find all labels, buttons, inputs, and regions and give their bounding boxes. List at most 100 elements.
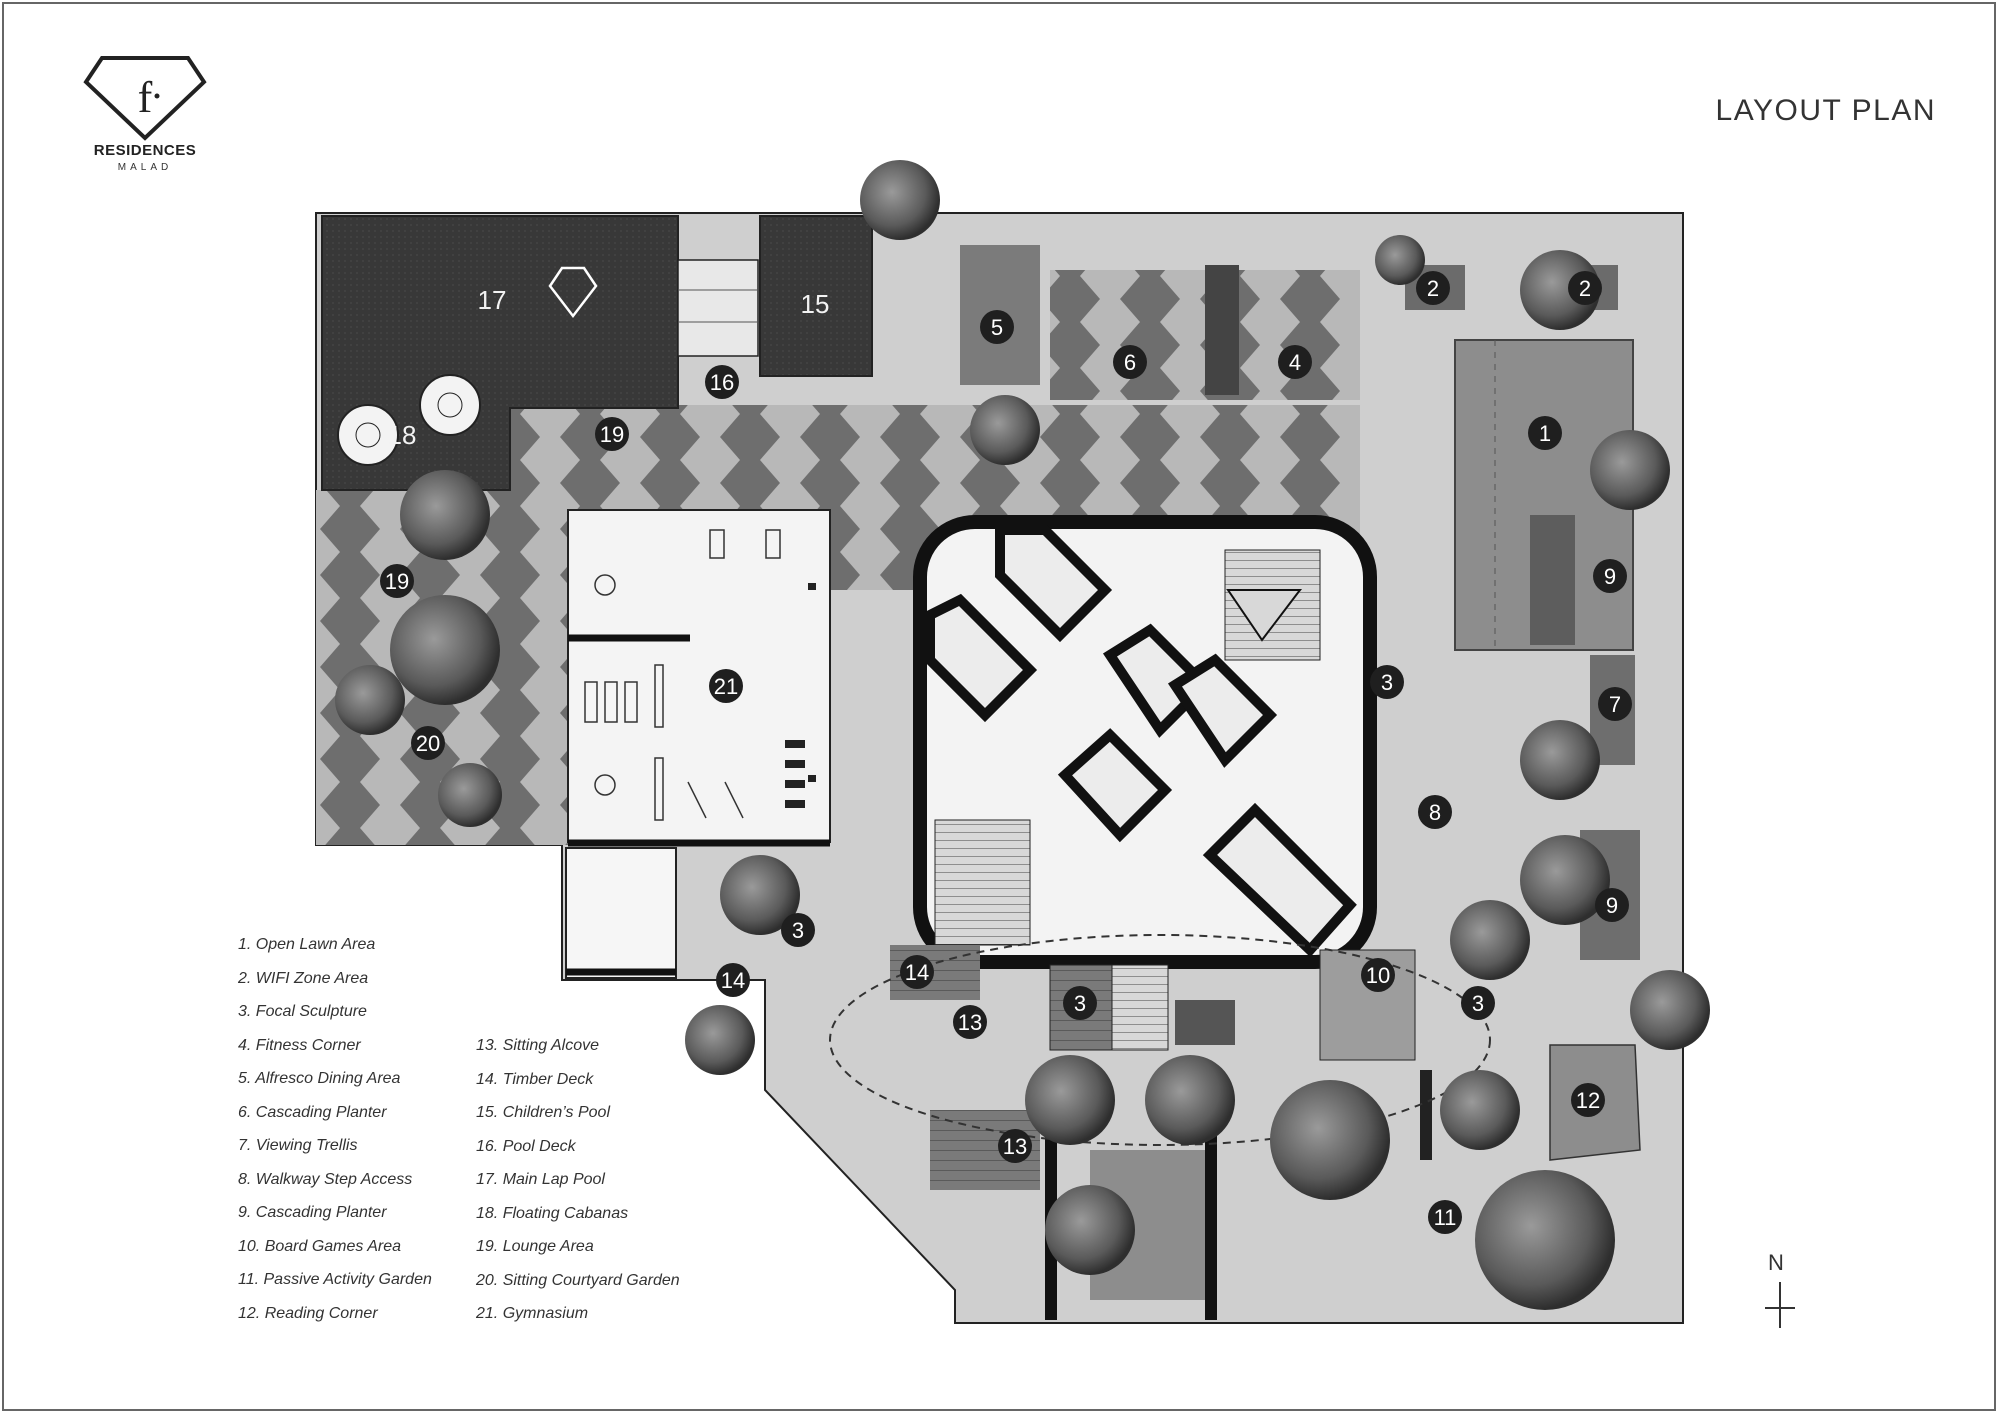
marker-circle	[953, 1005, 987, 1039]
marker-label: 7	[1609, 692, 1621, 717]
marker-label: 3	[792, 918, 804, 943]
north-label: N	[1768, 1250, 1784, 1275]
marker-label: 14	[721, 968, 745, 993]
marker-circle	[1370, 665, 1404, 699]
zone-marker-m5: 5	[980, 310, 1014, 344]
legend-item: 12. Reading Corner	[238, 1304, 378, 1322]
marker-circle	[1595, 888, 1629, 922]
marker-label: 2	[1579, 276, 1591, 301]
zone-marker-m7: 7	[1598, 687, 1632, 721]
zone-marker-m14b: 14	[900, 955, 934, 989]
marker-circle	[1418, 795, 1452, 829]
legend-item: 4. Fitness Corner	[238, 1036, 361, 1054]
south-decks	[829, 934, 1491, 1320]
brand-name: RESIDENCES	[93, 142, 197, 159]
north-arrow-icon	[1765, 1282, 1795, 1328]
marker-circle	[1528, 416, 1562, 450]
zone-marker-m13a: 13	[953, 1005, 987, 1039]
marker-circle	[595, 417, 629, 451]
marker-label: 19	[385, 569, 409, 594]
marker-label: 6	[1124, 350, 1136, 375]
marker-circle	[998, 1129, 1032, 1163]
childrens-pool	[759, 215, 873, 377]
zone-marker-m1: 1	[1528, 416, 1562, 450]
zone-marker-m3c: 3	[1063, 986, 1097, 1020]
legend-item: 19. Lounge Area	[476, 1238, 594, 1255]
zone-marker-m20: 20	[411, 726, 445, 760]
zone-marker-m15: 15	[801, 289, 830, 319]
marker-circle	[1593, 559, 1627, 593]
pool-deck-canopy	[677, 259, 759, 357]
zone-marker-m19b: 19	[380, 564, 414, 598]
diamond-logo-icon: f	[83, 56, 207, 141]
marker-label: 3	[1074, 991, 1086, 1016]
marker-circle	[900, 955, 934, 989]
marker-circle	[709, 669, 743, 703]
legend-item: 11. Passive Activity Garden	[238, 1271, 432, 1288]
marker-circle	[716, 963, 750, 997]
marker-label: 18	[388, 420, 417, 450]
legend-item: 16. Pool Deck	[476, 1137, 576, 1155]
marker-circle	[705, 365, 739, 399]
legend-item: 20. Sitting Courtyard Garden	[476, 1271, 680, 1289]
marker-label: 13	[958, 1010, 982, 1035]
zone-marker-m4: 4	[1278, 345, 1312, 379]
floating-cabanas	[337, 374, 481, 466]
marker-label: 13	[1003, 1134, 1027, 1159]
page-title: LAYOUT PLAN	[1715, 94, 1936, 127]
zone-marker-m3b: 3	[781, 913, 815, 947]
marker-label: 4	[1289, 350, 1301, 375]
legend-item: 13. Sitting Alcove	[476, 1037, 600, 1054]
legend-item: 14. Timber Deck	[476, 1070, 594, 1088]
zone-marker-m21: 21	[709, 669, 743, 703]
marker-circle	[1461, 986, 1495, 1020]
legend-column-1: 1. Open Lawn Area 2. WIFI Zone Area 3. F…	[238, 928, 432, 1330]
legend-item: 17. Main Lap Pool	[476, 1171, 605, 1188]
marker-circle	[1113, 345, 1147, 379]
legend-item: 9. Cascading Planter	[238, 1204, 387, 1221]
zone-marker-m13b: 13	[998, 1129, 1032, 1163]
zone-marker-m14a: 14	[716, 963, 750, 997]
marker-label: 9	[1606, 893, 1618, 918]
trees	[335, 160, 1710, 1310]
north-arrow: N	[1755, 1250, 1805, 1340]
zone-marker-m9b: 9	[1595, 888, 1629, 922]
marker-label: 15	[801, 289, 830, 319]
marker-label: 1	[1539, 421, 1551, 446]
legend-column-2: 13. Sitting Alcove 14. Timber Deck 15. C…	[476, 1029, 680, 1331]
marker-label: 3	[1472, 991, 1484, 1016]
zone-marker-m16: 16	[705, 365, 739, 399]
marker-circle	[980, 310, 1014, 344]
marker-circle	[781, 913, 815, 947]
marker-label: 20	[416, 731, 440, 756]
legend-item: 3. Focal Sculpture	[238, 1003, 367, 1020]
brand-location: MALAD	[117, 162, 173, 173]
marker-circle	[1598, 687, 1632, 721]
legend-item: 2. WIFI Zone Area	[238, 969, 369, 987]
marker-label: 10	[1366, 963, 1390, 988]
legend-item: 21. Gymnasium	[476, 1305, 589, 1322]
marker-circle	[1568, 271, 1602, 305]
legend-item: 15. Children’s Pool	[476, 1104, 611, 1121]
marker-label: 2	[1427, 276, 1439, 301]
zone-marker-m19a: 19	[595, 417, 629, 451]
marker-label: 19	[600, 422, 624, 447]
marker-label: 21	[714, 674, 738, 699]
zone-marker-m2a: 2	[1416, 271, 1450, 305]
marker-circle	[1571, 1083, 1605, 1117]
logo-letter: f	[138, 73, 153, 122]
legend-item: 1. Open Lawn Area	[238, 936, 376, 953]
marker-label: 16	[710, 370, 734, 395]
marker-label: 12	[1576, 1088, 1600, 1113]
zone-marker-m11: 11	[1428, 1200, 1462, 1234]
legend-item: 18. Floating Cabanas	[476, 1204, 629, 1222]
zone-marker-m6: 6	[1113, 345, 1147, 379]
lift-lobby	[565, 847, 677, 979]
main-lap-pool	[321, 215, 679, 491]
brand-logo: f RESIDENCES MALAD	[80, 50, 210, 180]
legend-item: 5. Alfresco Dining Area	[238, 1070, 401, 1087]
marker-label: 3	[1381, 670, 1393, 695]
marker-circle	[1278, 345, 1312, 379]
marker-circle	[1428, 1200, 1462, 1234]
legend-item: 6. Cascading Planter	[238, 1103, 387, 1121]
